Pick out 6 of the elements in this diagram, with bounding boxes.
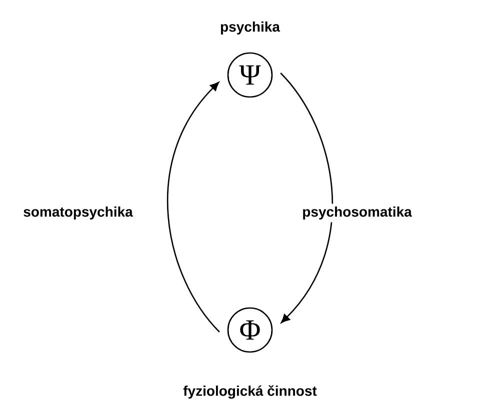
arrow	[280, 72, 333, 324]
node-heading: fyziologická činnost	[183, 385, 317, 399]
arrow	[167, 82, 220, 332]
edge-label: somatopsychika	[20, 204, 136, 222]
edge-label: psychosomatika	[299, 204, 415, 222]
node-heading: psychika	[220, 21, 280, 35]
